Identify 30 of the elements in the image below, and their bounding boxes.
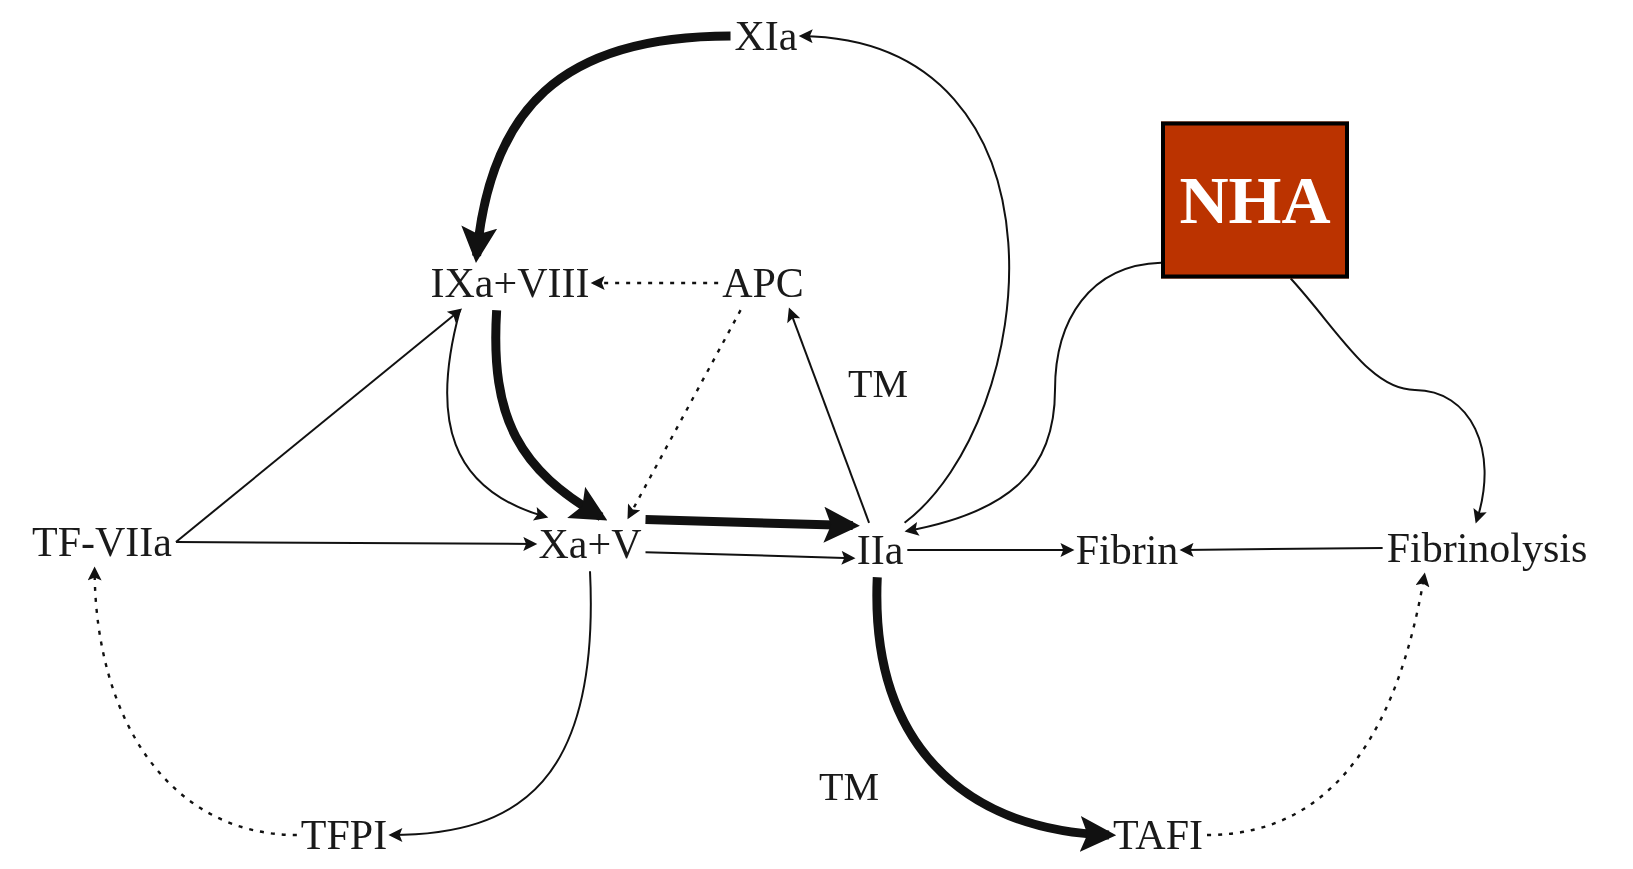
dashed-arrow [88, 566, 297, 837]
arrow [388, 570, 592, 842]
factor-label: Fibrinolysis [1382, 520, 1592, 576]
arrow [798, 30, 1010, 524]
arrow [1289, 277, 1487, 524]
label-box: NHA [1161, 121, 1349, 279]
arrow [904, 261, 1162, 536]
arrow [872, 577, 1117, 851]
arrow [491, 310, 608, 521]
dashed-arrow [1206, 572, 1430, 837]
dashed-arrow [590, 276, 719, 290]
factor-label: XIa [730, 8, 802, 64]
arrow [644, 550, 856, 565]
factor-label: TF-VIIa [28, 514, 176, 570]
factor-label: Fibrin [1071, 522, 1183, 578]
arrow [175, 308, 463, 543]
arrow [446, 309, 549, 520]
factor-label: APC [718, 255, 808, 311]
factor-label: TFPI [296, 807, 392, 863]
factor-label: TAFI [1109, 807, 1207, 863]
arrow [175, 536, 538, 551]
factor-label: Xa+V [534, 516, 646, 572]
arrow [906, 543, 1075, 557]
arrow [645, 506, 860, 543]
arrow [787, 307, 871, 524]
factor-label: IXa+VIII [426, 255, 594, 311]
arrow [1179, 542, 1384, 557]
arrow [462, 31, 731, 263]
factor-label: IIa [852, 522, 908, 578]
dashed-arrow [627, 309, 742, 520]
